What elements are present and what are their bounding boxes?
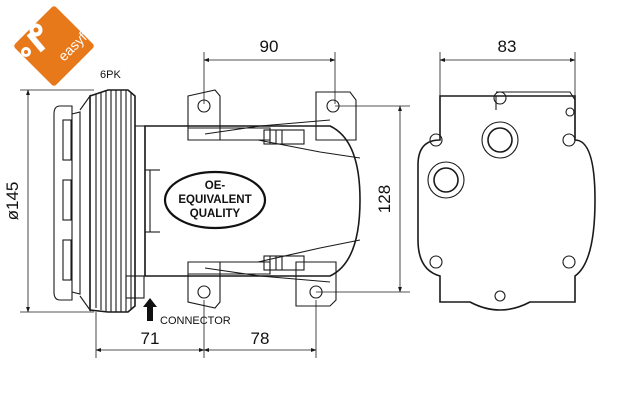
belt-type-label: 6PK — [100, 69, 121, 81]
dim-right-offset: 78 — [251, 329, 270, 348]
dim-left-offset: 71 — [141, 329, 160, 348]
dim-pulley-diameter: ø145 — [3, 182, 22, 221]
connector-arrow-icon — [143, 298, 157, 321]
connector-label: CONNECTOR — [160, 315, 231, 327]
dim-front-width: 83 — [498, 37, 517, 56]
dim-height: 128 — [375, 185, 394, 213]
easyfit-logo: easyfit — [14, 6, 95, 86]
connector-callout: CONNECTOR — [143, 298, 231, 327]
quality-badge: OE- EQUIVALENT QUALITY — [163, 170, 267, 230]
dimension-lines — [20, 52, 576, 358]
pulley — [53, 89, 146, 313]
compressor-front-view — [417, 91, 596, 311]
dim-side-depth: 90 — [260, 37, 279, 56]
quality-line-1: OE- — [205, 180, 226, 192]
quality-line-2: EQUIVALENT — [178, 194, 251, 206]
quality-line-3: QUALITY — [190, 208, 241, 220]
